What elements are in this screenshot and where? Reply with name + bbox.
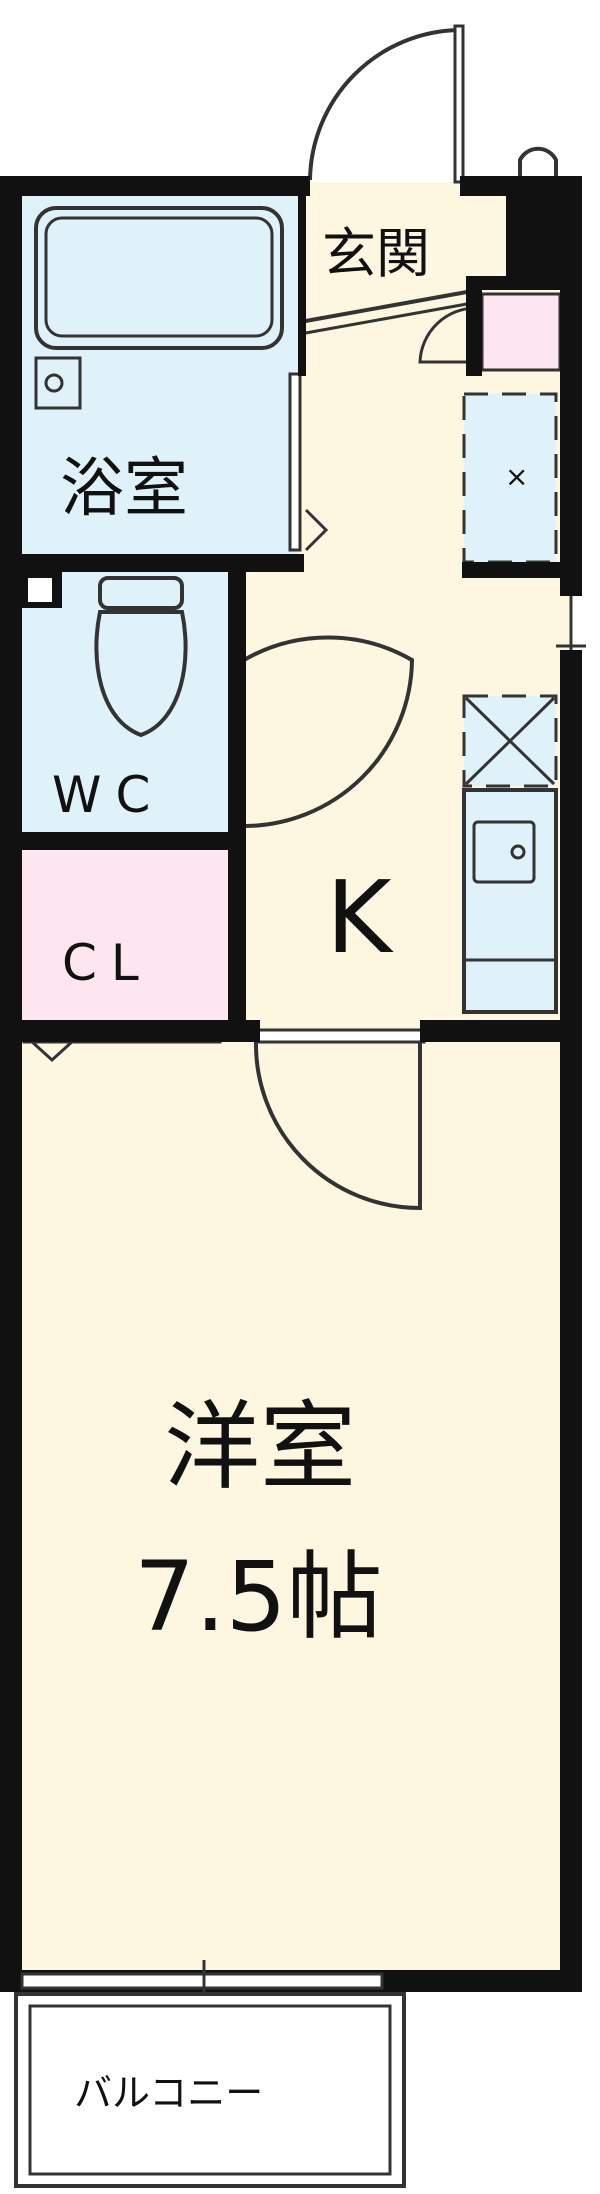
toilet-tank (98, 576, 184, 610)
bath-door-marker (304, 508, 329, 552)
entrance-door-swing (308, 27, 460, 181)
room-size-label: 7.5帖 (134, 1541, 383, 1653)
wc-area (22, 572, 228, 832)
svg-text:×: × (505, 460, 528, 493)
wc-vent (28, 578, 52, 602)
balcony (14, 1992, 406, 2188)
toilet-bowl (94, 610, 188, 738)
wc-door-swing (243, 635, 415, 828)
bath-label: 浴室 (60, 452, 188, 526)
bath-faucet (34, 356, 82, 410)
shoe-box (480, 292, 562, 372)
kitchen-label: K (326, 859, 394, 976)
bath-door-panel (288, 372, 302, 552)
meter-box (518, 146, 558, 180)
entrance-label: 玄関 (322, 222, 430, 285)
balcony-inner (28, 2004, 392, 2176)
closet-area (22, 850, 228, 1020)
entrance-area (300, 196, 480, 306)
entrance-step-2 (299, 300, 479, 336)
bathtub (34, 206, 284, 350)
balcony-label: バルコニー (74, 2071, 263, 2115)
room-label: 洋室 (164, 1391, 356, 1503)
room-door-swing (253, 1039, 422, 1211)
fridge-space (462, 392, 558, 564)
entrance-door (453, 24, 465, 184)
closet-door-marker (28, 1038, 76, 1063)
balcony-sash (20, 1972, 384, 1990)
bath-faucet-knob (44, 373, 64, 393)
bathtub-inner (44, 216, 274, 338)
room-door-panel (254, 1028, 426, 1044)
wc-label: WC (52, 766, 164, 824)
washer-x-2 (464, 696, 556, 786)
entrance-step (299, 288, 479, 324)
entrance-swing-inner (418, 306, 477, 364)
sink-drain (510, 844, 526, 860)
kitchen-sink (472, 820, 536, 884)
kitchen-counter (462, 788, 558, 1014)
closet-label: CL (62, 934, 153, 992)
